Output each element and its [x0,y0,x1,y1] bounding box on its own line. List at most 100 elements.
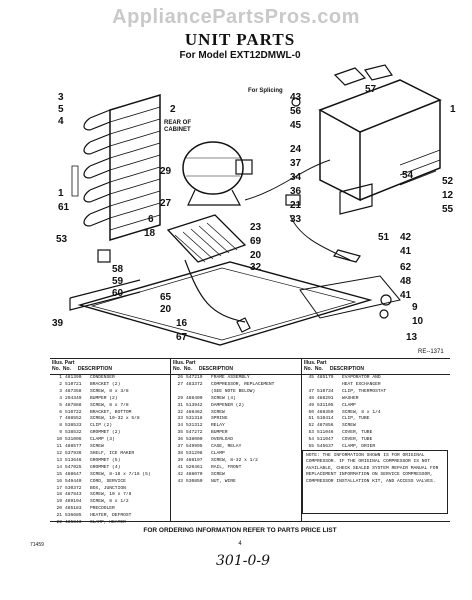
callout-41: 41 [400,246,412,257]
part-number: 485843 [65,520,82,526]
part-description: (SEE NOTE BELOW) [211,388,256,394]
callout-36: 36 [290,186,302,197]
part-description: CLAMP (3) [90,437,115,443]
illus-number [173,389,183,396]
part-number: 488552 [65,416,82,422]
part-description: SPRING [211,416,228,422]
handwritten-annotation: 301-0-9 [216,553,270,569]
part-number: 485179 [317,375,334,380]
part-description: CLIP, THERMOSTAT [342,388,387,394]
part-description: GROMMET (4) [90,464,121,470]
part-number: 547272 [186,430,203,436]
callout-9: 9 [412,302,418,313]
part-number: 487888 [65,402,82,408]
part-description: COVER, TUBE [342,430,373,436]
part-number: 531006 [65,437,82,443]
part-description: CASE, RELAY [211,444,242,450]
precooler [166,214,247,263]
page-title: UNIT PARTS [184,30,296,49]
part-description: SCREW, 10 x 7/8 [90,492,132,498]
part-number: 531105 [317,402,334,408]
part-description: CLAMP, DRIER [342,444,376,450]
illus-number: 41 [177,464,183,470]
callout-labels: 3 5 4 2 1 61 53 6 18 29 27 43 56 45 57 1… [52,84,456,343]
part-description: SCREW [90,444,104,450]
part-number: 483372 [186,381,203,387]
reference-code: RE--1371 [418,349,444,355]
ordering-footer: FOR ORDERING INFORMATION REFER TO PARTS … [143,527,337,534]
callout-10: 10 [412,316,424,327]
illus-number: 4 [59,395,62,401]
illus-number: 43 [177,478,183,484]
illus-number: 50 [308,409,314,415]
illus-number: 39 [177,457,183,463]
callout-1b: 1 [450,104,456,115]
part-number: 488462 [186,409,203,415]
callout-52: 52 [442,176,454,187]
callout-37: 37 [290,158,302,169]
part-description: HEATER, DEFROST [90,513,132,519]
part-number: 531318 [186,416,203,422]
part-description: DAMPENER (2) [211,402,245,408]
callout-55: 55 [442,204,454,215]
illus-number: 32 [177,409,183,415]
callout-51: 51 [378,232,390,243]
part-description: COVER, TUBE [342,437,373,443]
table-row: (SEE NOTE BELOW) [171,389,301,396]
table-row: HEAT EXCHANGER [302,382,450,389]
illus-number: 5 [59,402,62,408]
part-number: 531312 [186,423,203,429]
part-number: 520461 [186,464,203,470]
callout-21: 21 [290,200,302,211]
service-cord [184,259,246,323]
part-description: SCREW, 8-18 x 7/16 (5) [90,471,151,477]
callout-5: 5 [58,104,64,115]
callout-3: 3 [58,92,64,103]
part-description: RAIL, FRONT [211,464,242,470]
part-number: 511047 [317,437,334,443]
part-number: 538533 [65,423,82,429]
illus-number: 52 [308,423,314,429]
part-number: 545637 [317,444,334,450]
part-description: SCREW, 10-32 x 5/8 [90,416,140,422]
illus-number: 31 [177,402,183,408]
part-description: BRACKET (2) [90,381,121,387]
part-number: 549995 [186,444,203,450]
drier [333,249,361,263]
part-description: RELAY [211,423,225,429]
illus-number: 13 [56,457,62,463]
part-description: CLIP (2) [90,423,113,429]
condenser-coil [83,93,161,242]
rear-of-cabinet-note: REAR OF CABINET [164,120,191,133]
callout-32: 32 [250,262,262,273]
part-number: 547025 [65,464,82,470]
callout-39: 39 [52,318,64,329]
compressor-note: NOTE: THE INFORMATION SHOWN IS FOR ORIGI… [302,450,448,514]
illus-number: 54 [308,437,314,443]
part-description: CLAMP [342,402,356,408]
document-code: 71459 [30,542,44,548]
part-number: 488400 [186,395,203,401]
part-description: WASHER [342,395,359,401]
